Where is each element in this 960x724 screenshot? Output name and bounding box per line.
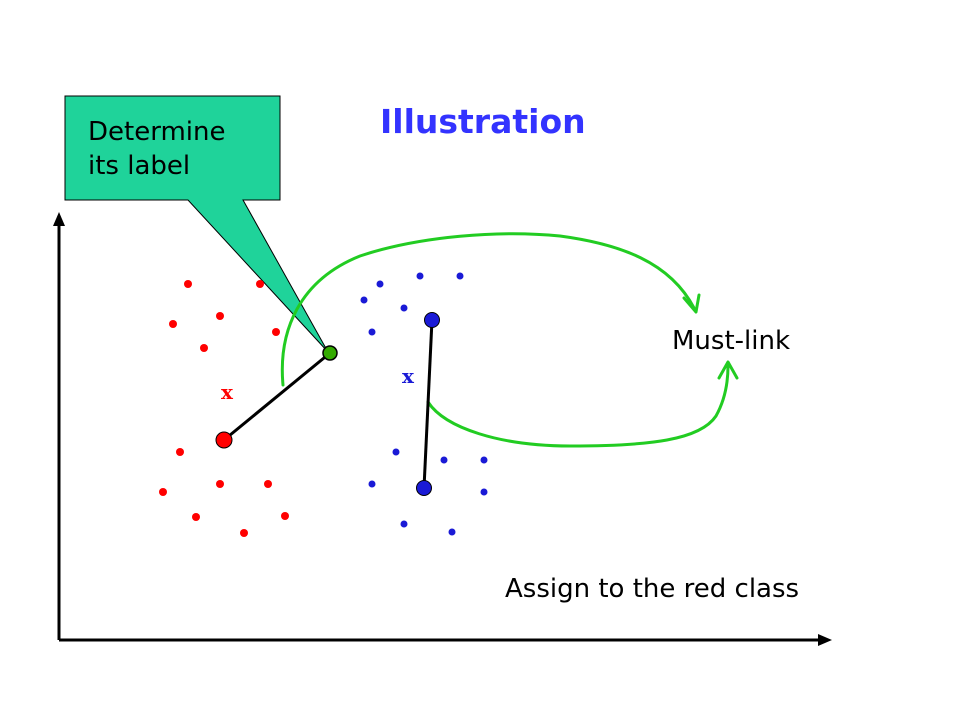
must-link-lower-arrowhead [717,360,739,380]
must-link-lower-curve [426,364,730,448]
red-point-3 [216,312,224,320]
blue-point-12 [416,480,432,496]
axes [53,212,832,646]
red-point-10 [264,480,272,488]
blue-cluster [360,272,488,536]
must-link-upper-arrowhead [682,293,701,314]
blue-point-5 [400,304,408,312]
red-point-2 [256,280,264,288]
red-point-8 [176,448,184,456]
query-point [322,345,338,361]
callout-shape [64,95,329,353]
y-axis-arrowhead [53,212,65,226]
red-point-9 [216,480,224,488]
blue-point-10 [480,456,488,464]
blue-point-13 [480,488,488,496]
blue-point-8 [392,448,400,456]
blue-point-14 [400,520,408,528]
blue-must-link-line [422,319,434,489]
query-to-red-line [223,351,331,442]
red-point-11 [159,488,167,496]
red-x-mark: x [221,380,233,404]
blue-point-6 [424,312,440,328]
blue-point-3 [376,280,384,288]
blue-point-15 [448,528,456,536]
red-cluster [159,280,289,537]
red-point-13 [281,512,289,520]
connection-lines [223,319,434,489]
x-axis-arrowhead [818,634,832,646]
blue-point-9 [440,456,448,464]
blue-x-mark: x [402,364,414,388]
red-point-6 [200,344,208,352]
blue-point-1 [416,272,424,280]
blue-point-2 [456,272,464,280]
red-point-5 [272,328,280,336]
blue-point-7 [368,328,376,336]
blue-point-4 [360,296,368,304]
red-point-12 [192,513,200,521]
callout-line-1: Determine [88,117,226,147]
red-point-7 [215,431,233,449]
callout [64,95,329,353]
must-link-upper-curve [280,232,696,387]
must-link-label: Must-link [672,326,791,356]
red-point-14 [240,529,248,537]
red-point-4 [169,320,177,328]
callout-text: Determine its label [88,115,278,183]
red-point-1 [184,280,192,288]
result-label: Assign to the red class [505,574,800,604]
page-title: Illustration [380,102,586,141]
callout-line-2: its label [88,151,191,181]
blue-point-11 [368,480,376,488]
must-link-arrow [280,232,739,448]
